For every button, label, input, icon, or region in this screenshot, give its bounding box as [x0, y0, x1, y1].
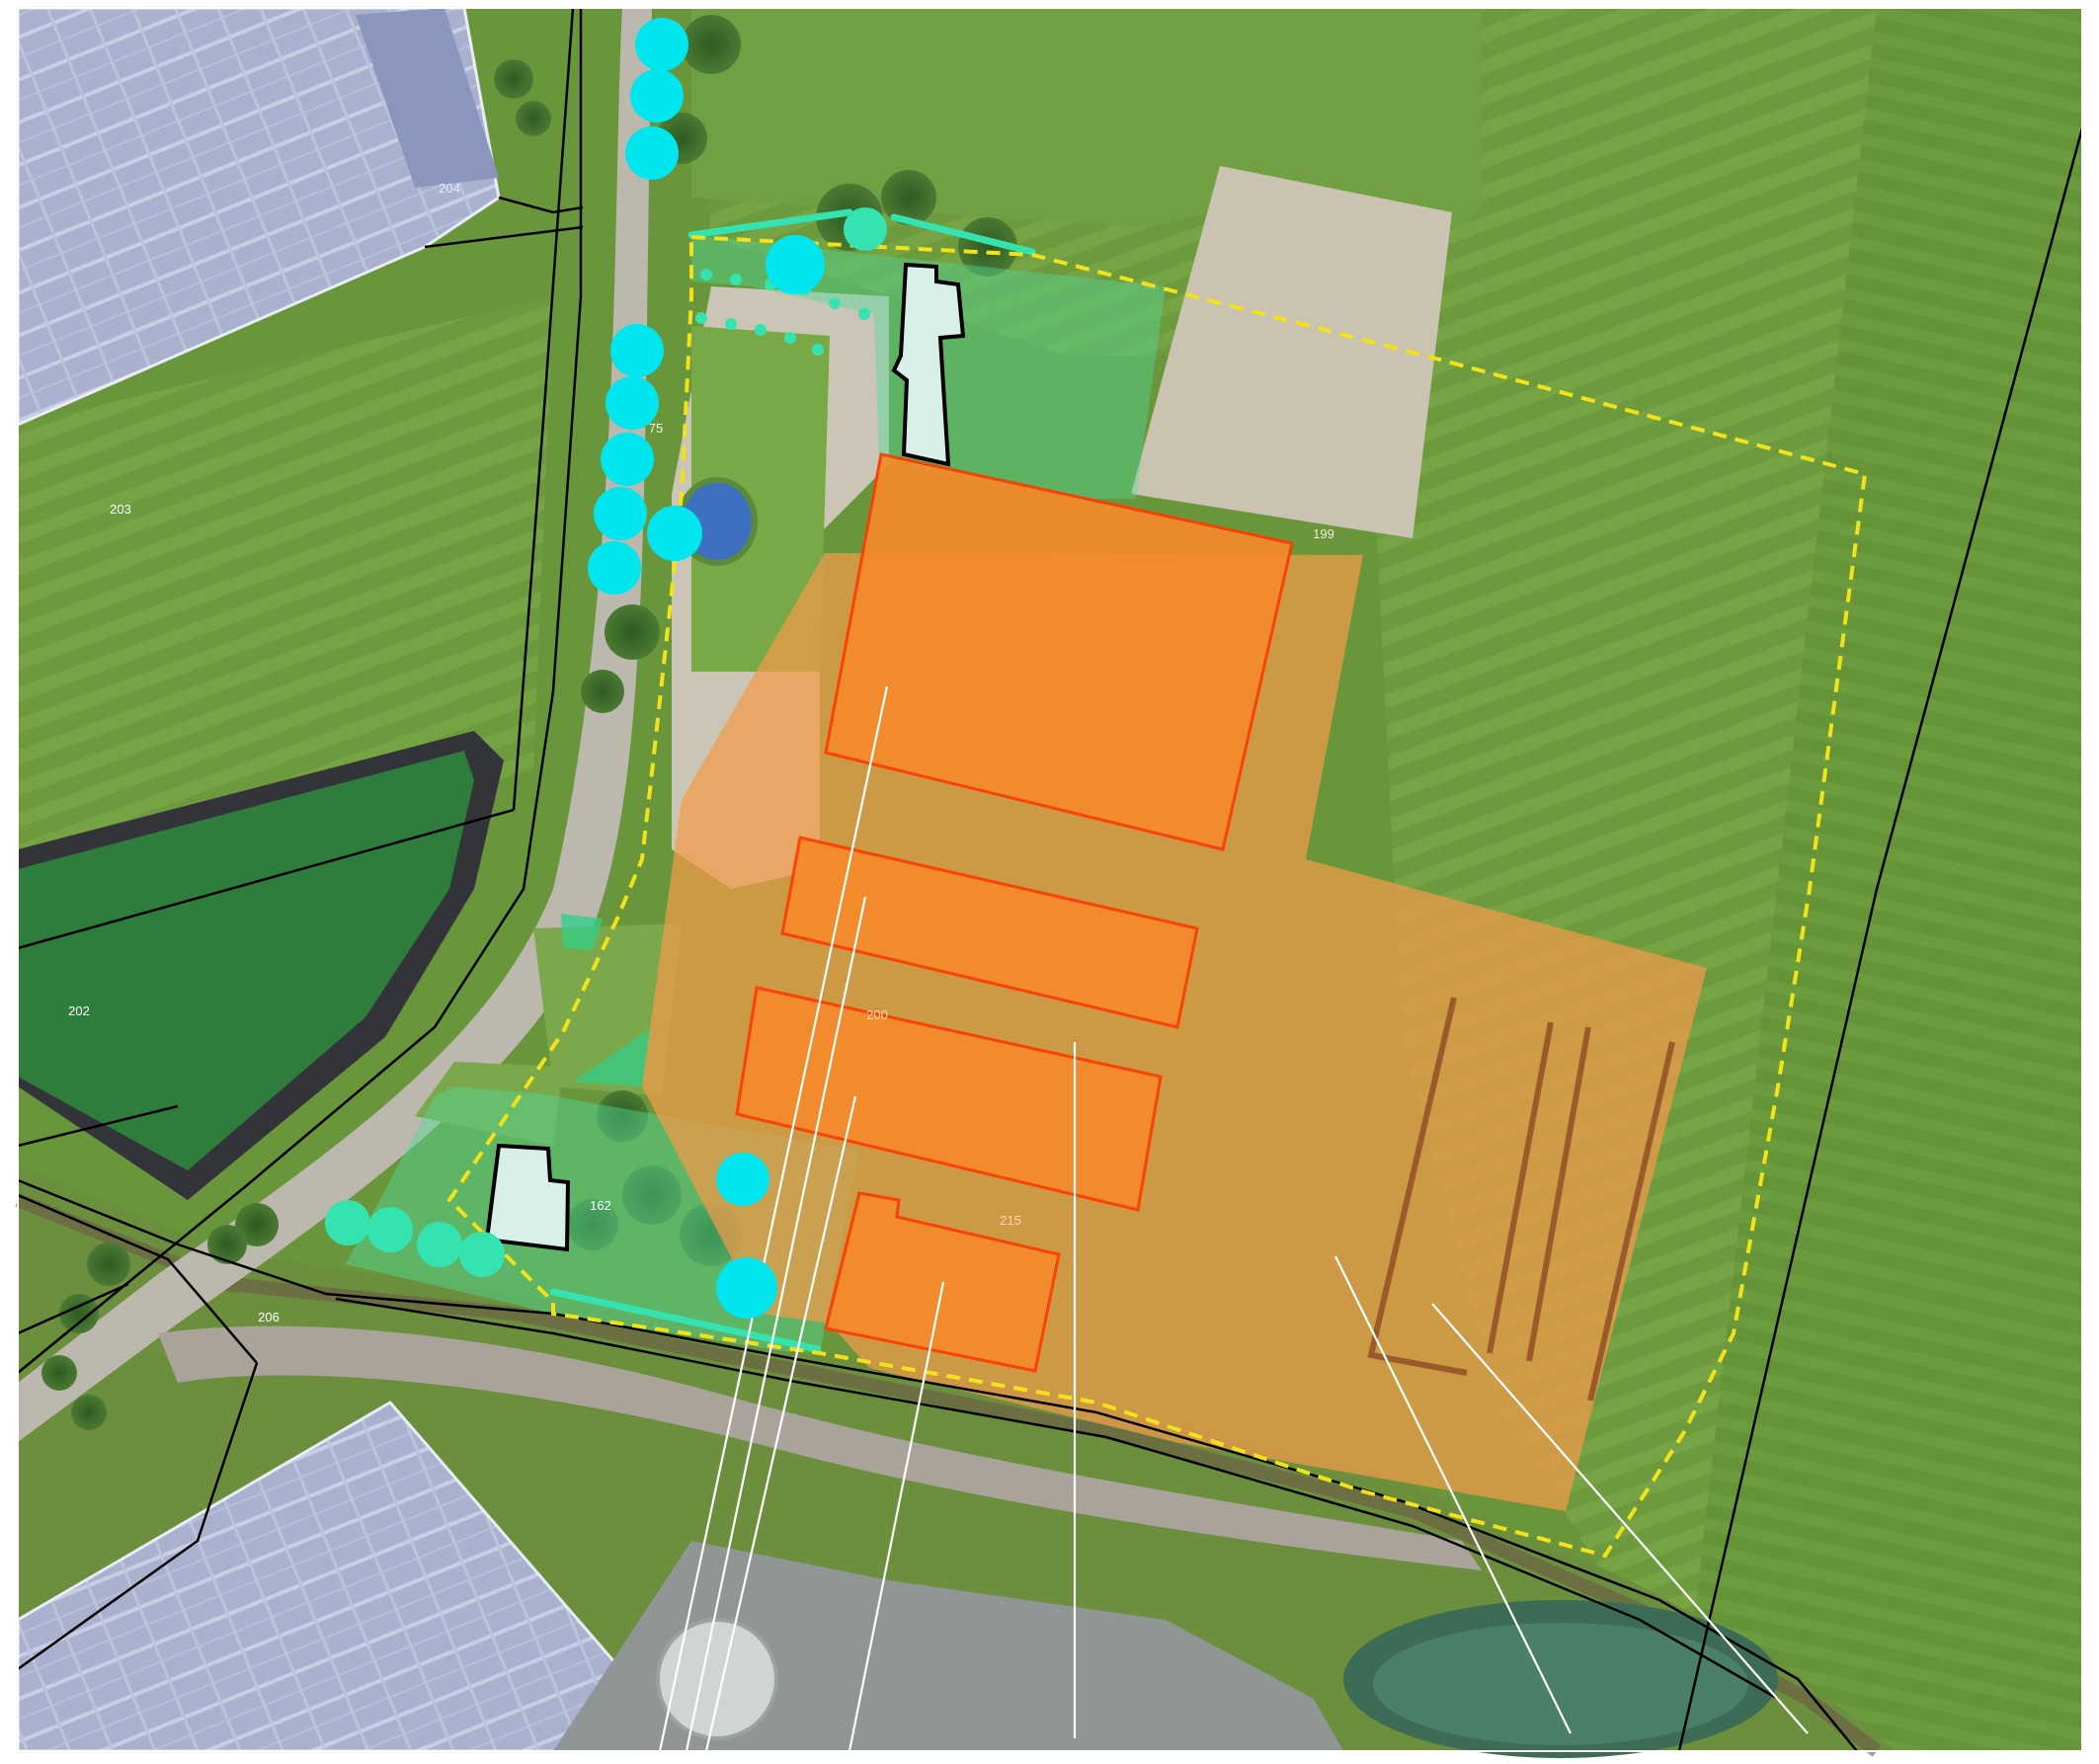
- parcel-label-202: 202: [68, 1003, 90, 1018]
- tree-3: [625, 126, 679, 180]
- parcel-label-75: 75: [649, 421, 663, 436]
- greenhouse-annex: [356, 8, 499, 188]
- field-north: [691, 8, 1482, 227]
- bunker-line-4: [1587, 1041, 1675, 1402]
- leader-lines: [658, 685, 1809, 1752]
- tree-10: [588, 541, 641, 595]
- hedge-south: [549, 1288, 822, 1353]
- parcel-label-204: 204: [439, 181, 460, 196]
- bunker-line-1: [1367, 997, 1468, 1376]
- site-boundary[interactable]: [446, 234, 1868, 1559]
- building-b[interactable]: [780, 836, 1199, 1029]
- trees-cyan: [588, 18, 825, 1319]
- trees-mint: [325, 207, 887, 1277]
- tree-5: [610, 324, 664, 377]
- building-c[interactable]: [735, 986, 1163, 1212]
- lawn-inner: [691, 326, 830, 672]
- mint-tree-3: [367, 1207, 413, 1252]
- paved-north: [1131, 166, 1452, 538]
- tree-9: [647, 506, 702, 561]
- tree-8: [594, 487, 647, 540]
- tree-4: [766, 235, 825, 294]
- tree-12: [716, 1257, 777, 1319]
- pond-water: [1373, 1623, 1748, 1745]
- mint-tree-2: [325, 1200, 370, 1245]
- mint-tree-1: [844, 207, 887, 251]
- parcel-label-199: 199: [1313, 526, 1334, 541]
- existing-buildings: [484, 262, 966, 1252]
- hedge-north-1: [687, 208, 853, 239]
- parcel-label-162: 162: [590, 1198, 611, 1213]
- parcel-label-203: 203: [110, 502, 131, 517]
- lawn-sw-2: [415, 1062, 563, 1146]
- existing-house-north[interactable]: [891, 262, 966, 467]
- parcel-label-215: 215: [1000, 1213, 1021, 1228]
- road-south: [158, 1325, 1482, 1570]
- tree-2: [630, 69, 684, 122]
- parcel-label-200: 200: [866, 1007, 888, 1022]
- mint-tree-5: [459, 1232, 505, 1277]
- tree-7: [601, 433, 654, 486]
- parcel-label-206: 206: [258, 1310, 280, 1324]
- bunker-silos: [1367, 997, 1675, 1402]
- bunker-line-2: [1487, 1021, 1554, 1354]
- bunker-line-3: [1526, 1026, 1591, 1362]
- green-patch-small: [561, 914, 603, 950]
- tree-1: [635, 18, 688, 71]
- tree-11: [716, 1153, 769, 1206]
- field-west: [18, 296, 553, 869]
- green-patch-triangle: [573, 1027, 652, 1086]
- road-main: [18, 8, 652, 1442]
- reservoir-water: [18, 751, 474, 1170]
- hedges: [549, 208, 1036, 1353]
- cadastral-lines: [17, 7, 2084, 1752]
- silo-tank: [656, 1618, 778, 1740]
- map-frame: [17, 7, 2083, 1752]
- tree-canopy: [41, 15, 1017, 1430]
- mint-tree-4: [417, 1222, 462, 1267]
- parcel-labels: 204 203 202 199 75 162 206 215 200: [68, 181, 1334, 1324]
- building-a[interactable]: [824, 452, 1294, 851]
- hedge-north-2: [890, 213, 1036, 256]
- tree-6: [605, 376, 659, 430]
